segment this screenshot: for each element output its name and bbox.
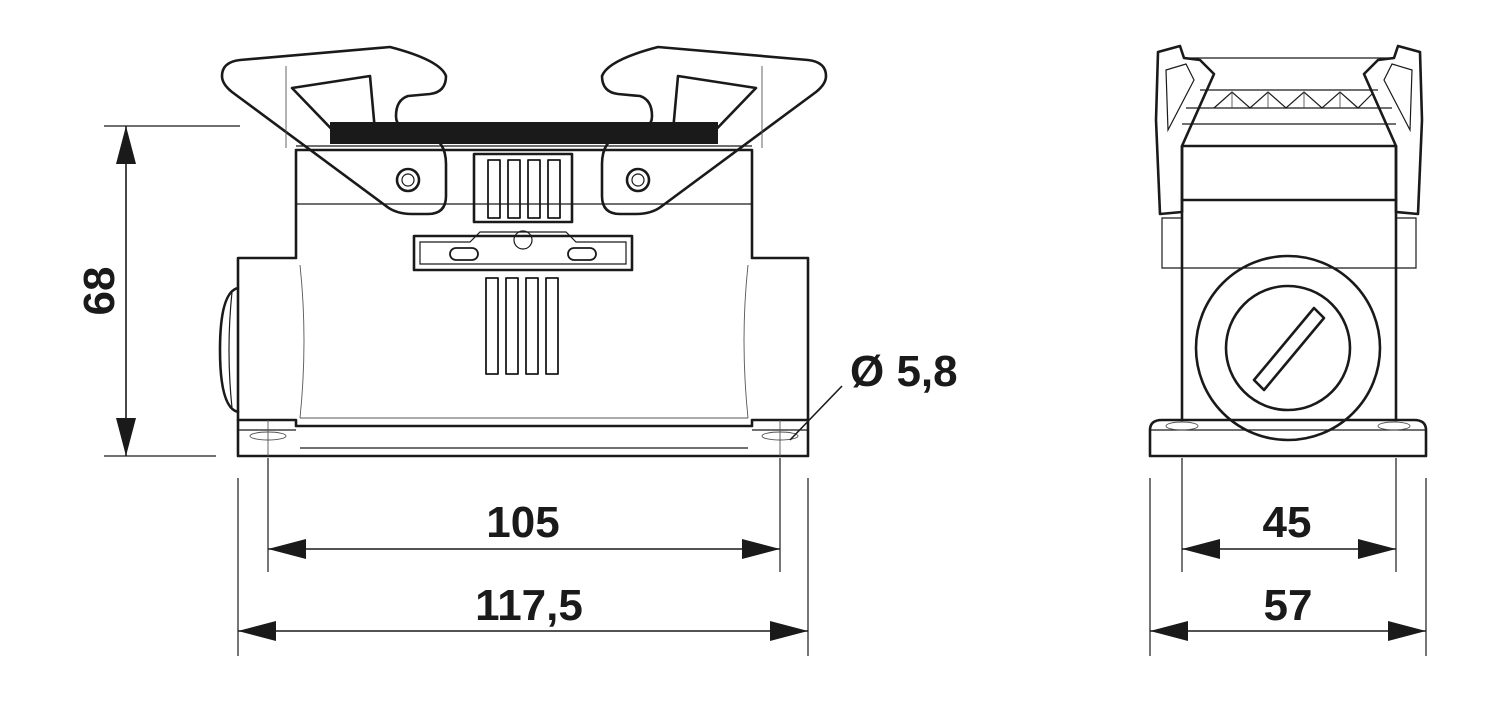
dim-57-label: 57 <box>1264 581 1313 630</box>
dim-height-arrow-top <box>116 126 136 164</box>
dim-hole-leader <box>789 385 843 441</box>
dimensions: 68 105 117,5 Ø 5,8 45 57 <box>75 125 1427 656</box>
dim-117-label: 117,5 <box>475 581 583 630</box>
dim-105-label: 105 <box>486 498 559 547</box>
side-right-lever <box>1362 44 1424 216</box>
front-right-lever <box>600 45 828 216</box>
front-latch-block <box>472 152 574 224</box>
front-latch-bracket <box>412 234 634 272</box>
dim-height-label: 68 <box>75 267 124 316</box>
side-base-plate <box>1148 418 1428 458</box>
side-gland-slot <box>1252 306 1326 392</box>
dim-45-label: 45 <box>1263 498 1312 547</box>
front-left-lever-window <box>290 74 378 144</box>
front-left-pivot <box>395 167 421 193</box>
front-housing-body <box>236 148 810 422</box>
side-view <box>1148 44 1428 458</box>
side-hood <box>1180 144 1398 202</box>
front-view <box>218 45 828 458</box>
front-seal-band <box>330 122 718 144</box>
front-latch-ribs <box>487 159 561 219</box>
side-lattice <box>1213 91 1373 109</box>
side-gland-inner <box>1224 284 1352 412</box>
front-right-lever-window <box>670 74 758 144</box>
front-cable-entry <box>218 286 240 414</box>
side-gland-outer <box>1194 254 1382 442</box>
front-left-lever <box>220 45 448 216</box>
dim-hole-label: Ø 5,8 <box>850 347 958 396</box>
side-left-lever <box>1154 44 1216 216</box>
side-housing-body <box>1180 198 1398 422</box>
front-lower-ribs <box>485 277 559 375</box>
dim-height-arrow-bottom <box>116 418 136 456</box>
front-right-pivot <box>625 167 651 193</box>
